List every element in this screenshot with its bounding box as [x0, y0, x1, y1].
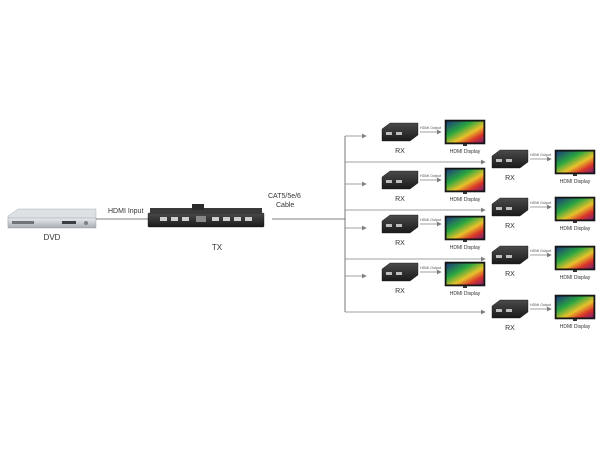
hdmi-display-label: HDMI Display: [450, 245, 481, 251]
rx-device: [381, 262, 419, 282]
hdmi-output-label: HDMI Output: [530, 201, 551, 205]
hdmi-display-label: HDMI Display: [560, 226, 591, 232]
hdmi-display: [444, 261, 486, 288]
rx-label: RX: [505, 325, 515, 332]
hdmi-display: [554, 294, 596, 321]
rx-label: RX: [395, 288, 405, 295]
hdmi-output-label: HDMI Output: [530, 303, 551, 307]
rx-label: RX: [395, 196, 405, 203]
hdmi-output-label: HDMI Output: [420, 174, 441, 178]
hdmi-output-label: HDMI Output: [420, 126, 441, 130]
dvd-label: DVD: [44, 233, 61, 242]
rx-device: [491, 197, 529, 217]
hdmi-output-label: HDMI Output: [530, 153, 551, 157]
rx-device: [381, 170, 419, 190]
dvd-player: [7, 208, 97, 229]
rx-device: [491, 245, 529, 265]
hdmi-output-label: HDMI Output: [530, 249, 551, 253]
hdmi-display-label: HDMI Display: [450, 149, 481, 155]
rx-label: RX: [505, 175, 515, 182]
hdmi-display-label: HDMI Display: [450, 291, 481, 297]
rx-label: RX: [395, 148, 405, 155]
hdmi-display-label: HDMI Display: [450, 197, 481, 203]
hdmi-display: [554, 245, 596, 272]
hdmi-display: [444, 215, 486, 242]
cable-label-line2: Cable: [276, 202, 294, 209]
hdmi-output-label: HDMI Output: [420, 218, 441, 222]
rx-device: [381, 122, 419, 142]
hdmi-display-label: HDMI Display: [560, 275, 591, 281]
hdmi-output-label: HDMI Output: [420, 266, 441, 270]
rx-device: [491, 299, 529, 319]
hdmi-display: [554, 149, 596, 176]
hdmi-display: [444, 167, 486, 194]
rx-device: [381, 214, 419, 234]
rx-label: RX: [395, 240, 405, 247]
hdmi-input-label: HDMI Input: [108, 208, 143, 215]
hdmi-display: [444, 119, 486, 146]
rx-label: RX: [505, 271, 515, 278]
cable-label-line1: CAT5/5e/6: [268, 193, 301, 200]
rx-label: RX: [505, 223, 515, 230]
hdmi-display: [554, 196, 596, 223]
tx-label: TX: [212, 243, 223, 252]
hdmi-display-label: HDMI Display: [560, 324, 591, 330]
tx-device: [147, 204, 265, 228]
rx-device: [491, 149, 529, 169]
hdmi-display-label: HDMI Display: [560, 179, 591, 185]
